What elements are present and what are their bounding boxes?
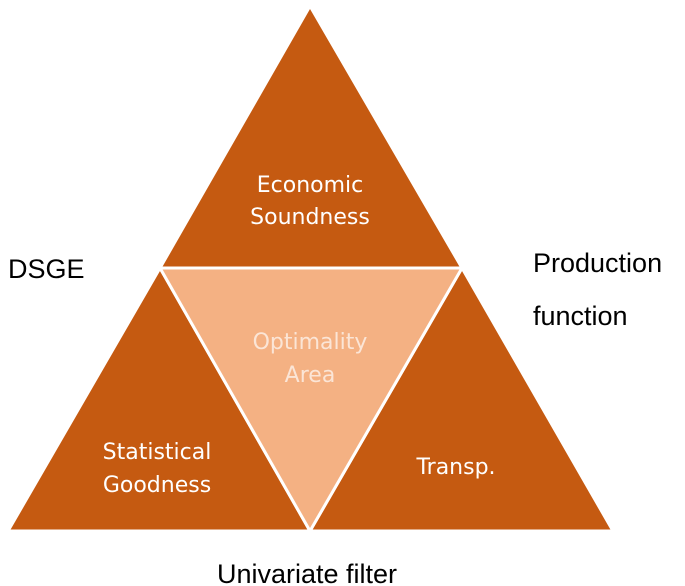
optimality-area-triangle [158, 266, 464, 533]
statistical-goodness-label-line2: Goodness [103, 473, 211, 498]
dsge-label: DSGE [8, 254, 85, 284]
statistical-goodness-label-line1: Statistical [103, 440, 212, 465]
economic-soundness-label-line1: Economic [257, 173, 364, 198]
univariate-filter-label: Univariate filter [217, 559, 397, 586]
optimality-area-label-line2: Area [285, 363, 336, 388]
transparency-label: Transp. [415, 455, 495, 480]
production-function-label-line2: function [533, 301, 628, 331]
economic-soundness-label-line2: Soundness [250, 205, 370, 230]
optimality-area-label-line1: Optimality [253, 330, 368, 355]
production-function-label-line1: Production [533, 248, 662, 278]
